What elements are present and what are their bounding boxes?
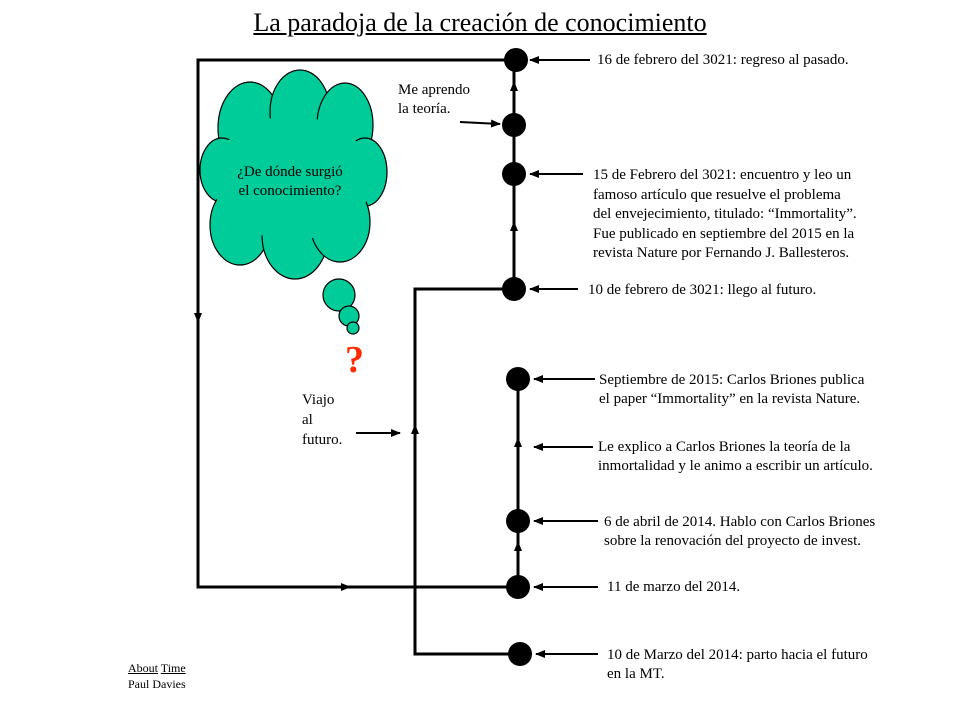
label-line: futuro. xyxy=(302,432,343,448)
node-10-mar-2014 xyxy=(508,642,532,666)
event-line: Septiembre de 2015: Carlos Briones publi… xyxy=(599,372,865,388)
event-line: 10 de Marzo del 2014: parto hacia el fut… xyxy=(607,647,868,663)
event-10-feb-3021: 10 de febrero de 3021: llego al futuro. xyxy=(588,281,816,300)
event-11-mar-2014: 11 de marzo del 2014. xyxy=(607,578,740,597)
event-sep-2015: Septiembre de 2015: Carlos Briones publi… xyxy=(599,371,864,409)
credit-author: Paul Davies xyxy=(128,677,186,691)
event-15-feb-3021: 15 de Febrero del 3021: encuentro y leo … xyxy=(593,166,857,264)
label-line: Me aprendo xyxy=(398,82,471,98)
node-10-feb-3021 xyxy=(502,277,526,301)
event-line: 11 de marzo del 2014. xyxy=(607,579,741,595)
event-line: el paper “Immortality” en la revista Nat… xyxy=(599,391,861,407)
thought-line-1: ¿De dónde surgió xyxy=(237,164,343,180)
event-arrows xyxy=(356,56,598,658)
label-learn-theory: Me aprendo la teoría. xyxy=(398,81,470,119)
page-title: La paradoja de la creación de conocimien… xyxy=(253,8,707,37)
thought-line-2: el conocimiento? xyxy=(238,183,342,199)
event-line: sobre la renovación del proyecto de inve… xyxy=(604,533,861,549)
thought-bubble xyxy=(199,69,388,335)
event-line: 15 de Febrero del 3021: encuentro y leo … xyxy=(593,167,852,183)
event-line: revista Nature por Fernando J. Ballester… xyxy=(593,245,850,261)
event-line: 6 de abril de 2014. Hablo con Carlos Bri… xyxy=(604,514,876,530)
event-16-feb-3021: 16 de febrero del 3021: regreso al pasad… xyxy=(597,51,849,70)
event-line: Fue publicado en septiembre del 2015 en … xyxy=(593,225,855,242)
credit-time: Time xyxy=(160,661,186,675)
travel-path xyxy=(411,287,520,656)
event-explain-theory: Le explico a Carlos Briones la teoría de… xyxy=(598,438,873,476)
label-line: al xyxy=(302,412,313,428)
label-travel-future: Viajo al futuro. xyxy=(302,390,342,450)
event-line: 16 de febrero del 3021: regreso al pasad… xyxy=(597,52,849,68)
event-line: Le explico a Carlos Briones la teoría de… xyxy=(598,439,851,455)
node-16-feb-3021 xyxy=(504,48,528,72)
event-line: del envejecimiento, titulado: “Immortali… xyxy=(593,206,857,222)
node-15-feb-3021 xyxy=(502,162,526,186)
credit-about: About xyxy=(128,661,158,675)
event-6-apr-2014: 6 de abril de 2014. Hablo con Carlos Bri… xyxy=(604,513,875,551)
event-nodes xyxy=(502,48,532,666)
source-credit: About Time Paul Davies xyxy=(128,660,186,692)
node-sep-2015 xyxy=(506,367,530,391)
label-line: la teoría. xyxy=(398,101,451,117)
label-line: Viajo xyxy=(302,392,335,408)
node-6-apr-2014 xyxy=(506,509,530,533)
event-line: 10 de febrero de 3021: llego al futuro. xyxy=(588,282,817,298)
event-line: inmortalidad y le animo a escribir un ar… xyxy=(598,458,873,474)
event-10-mar-2014: 10 de Marzo del 2014: parto hacia el fut… xyxy=(607,646,868,684)
event-line: famoso artículo que resuelve el problema xyxy=(593,186,841,203)
node-learn-theory xyxy=(502,113,526,137)
question-mark: ? xyxy=(345,339,364,381)
event-line: en la MT. xyxy=(607,666,665,682)
return-loop xyxy=(194,58,516,591)
node-11-mar-2014 xyxy=(506,575,530,599)
thought-text: ¿De dónde surgió el conocimiento? xyxy=(210,163,370,201)
